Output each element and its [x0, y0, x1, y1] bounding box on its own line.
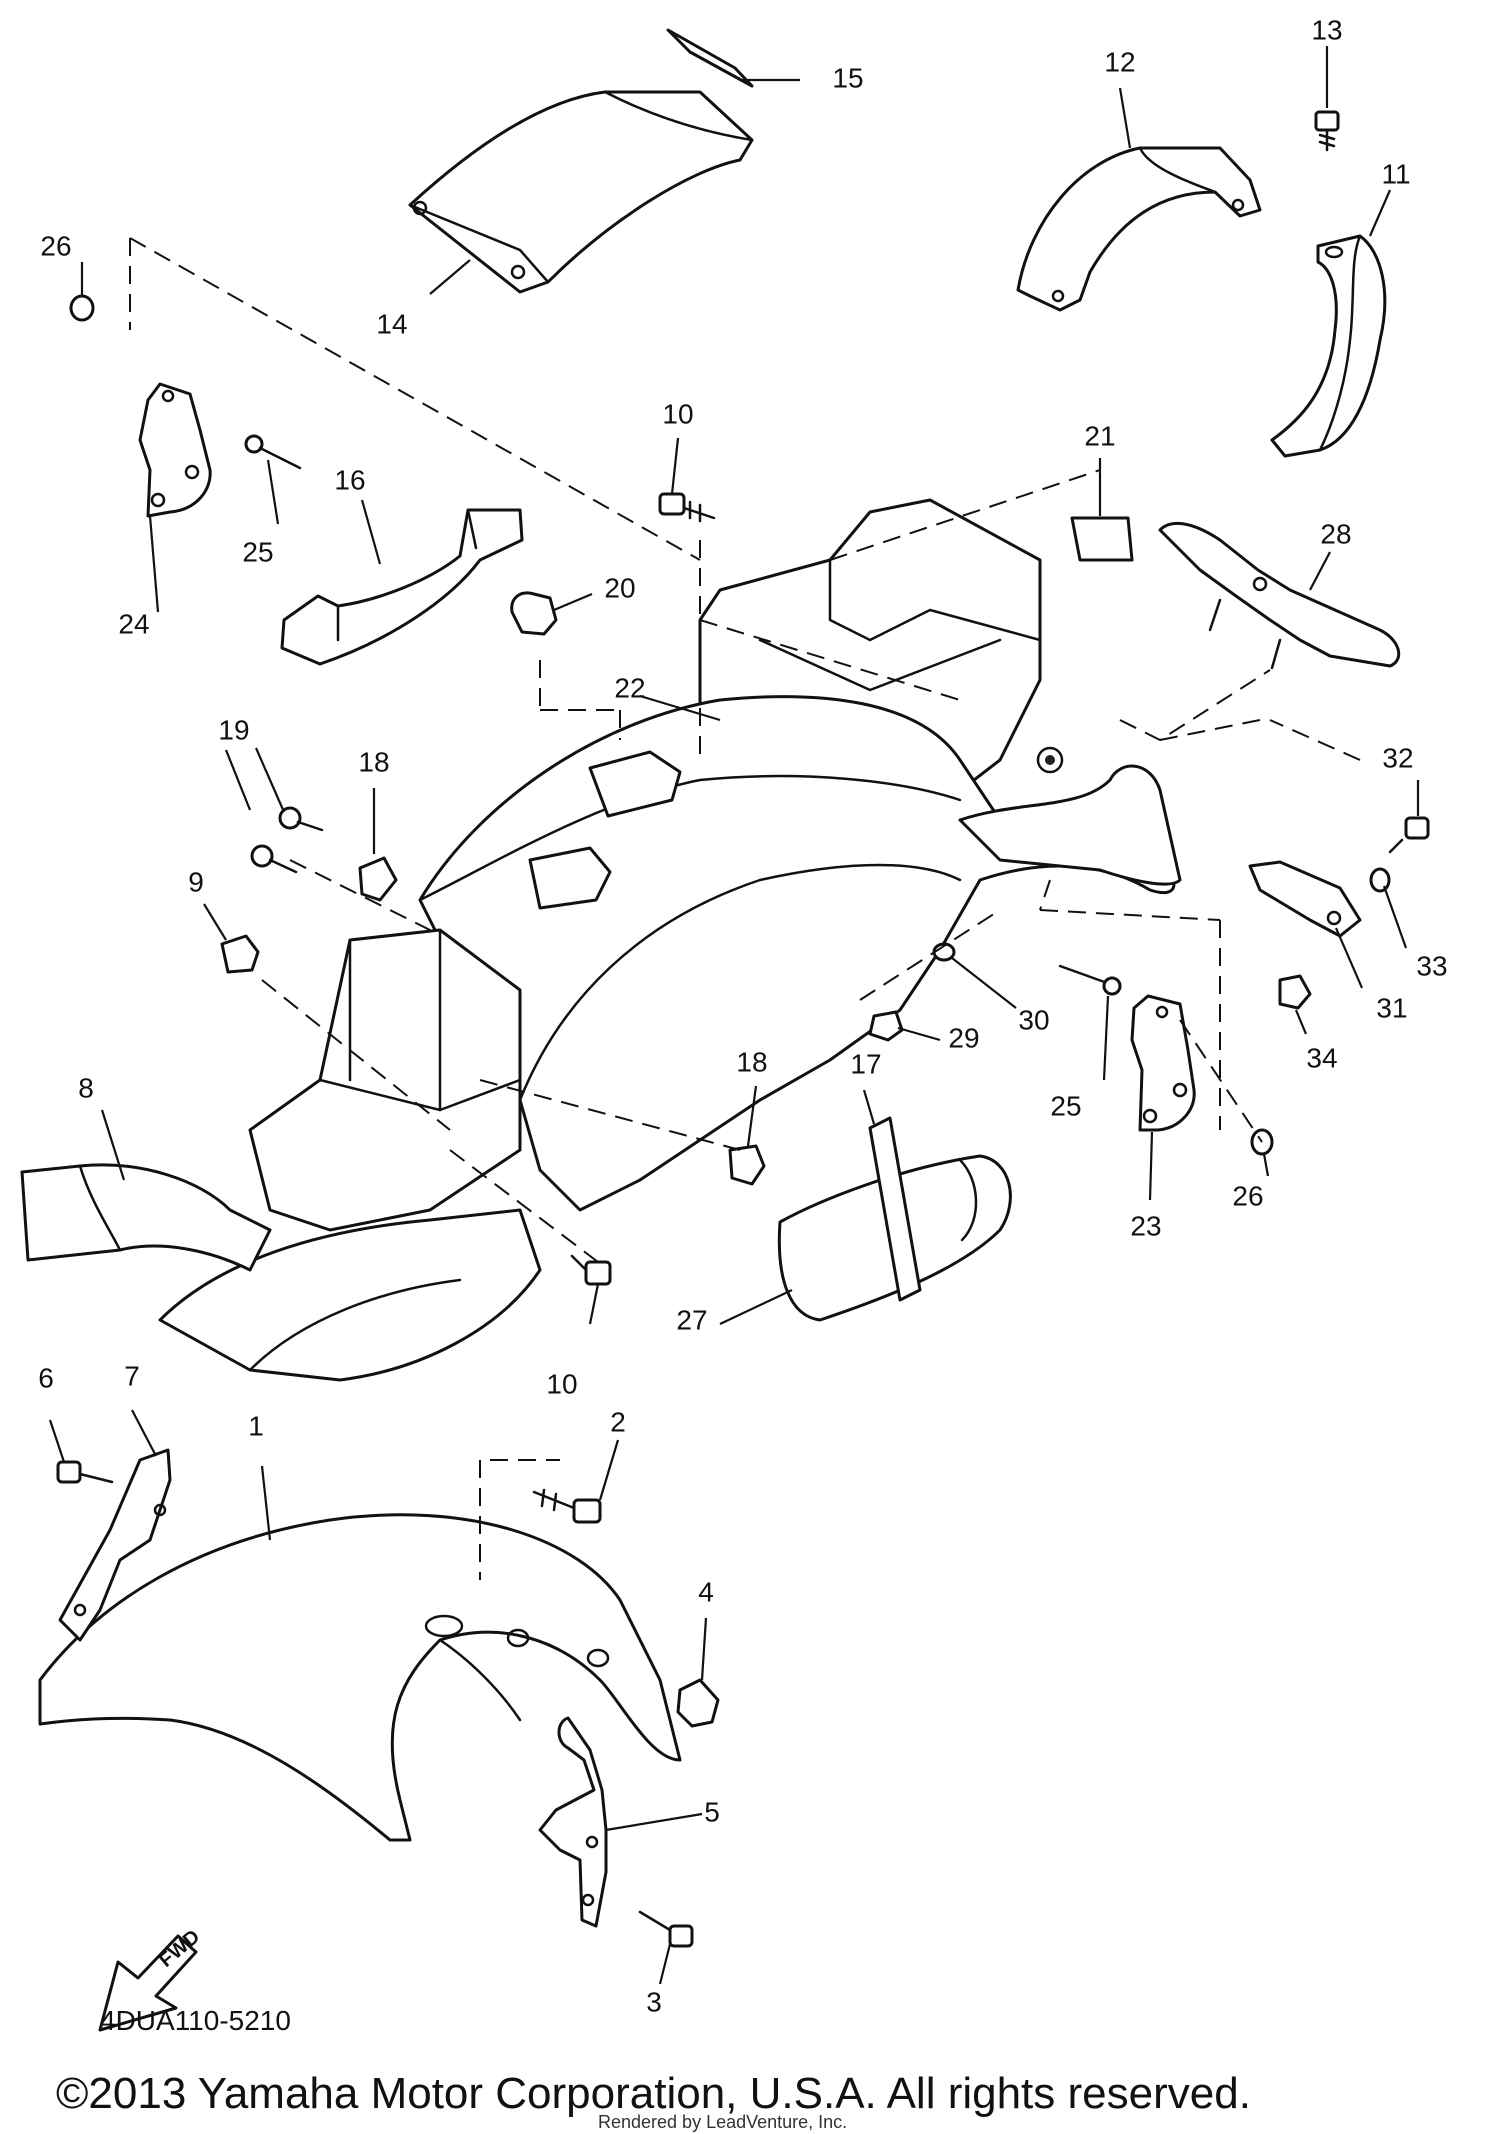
callout-2: 2 — [610, 1406, 626, 1437]
part-7-bracket — [58, 1448, 172, 1642]
callout-28: 28 — [1320, 518, 1351, 549]
part-number: 4DUA110-5210 — [100, 2005, 291, 2036]
callout-17: 17 — [850, 1048, 881, 1079]
part-31-bracket — [1248, 860, 1362, 938]
part-21-pad — [1070, 516, 1134, 562]
part-11-side-rail — [1270, 234, 1387, 458]
callout-13: 13 — [1311, 14, 1342, 45]
callout-24: 24 — [118, 608, 149, 639]
rendered-by: Rendered by LeadVenture, Inc. — [598, 2112, 847, 2132]
callout-20: 20 — [604, 572, 635, 603]
part-14-cover — [408, 90, 754, 294]
callout-19: 19 — [218, 714, 249, 745]
callout-1: 1 — [248, 1410, 264, 1441]
leader-lines — [48, 46, 1420, 1985]
part-25-screw-left — [244, 434, 302, 470]
callout-26-right: 26 — [1232, 1180, 1263, 1211]
callout-15: 15 — [832, 62, 863, 93]
callout-30: 30 — [1018, 1004, 1049, 1035]
part-18-clip-lower — [728, 1144, 766, 1186]
part-18-clip-upper — [358, 856, 398, 902]
part-24-bracket — [138, 382, 212, 518]
callout-25-right: 25 — [1050, 1090, 1081, 1121]
callout-7: 7 — [124, 1360, 140, 1391]
callout-10-lower: 10 — [546, 1368, 577, 1399]
part-12-grab-bar — [1016, 146, 1262, 312]
part-3-bolt — [638, 1910, 694, 1948]
part-33-washer — [1369, 867, 1391, 893]
callout-8: 8 — [78, 1072, 94, 1103]
callout-9: 9 — [188, 866, 204, 897]
part-23-bracket — [1130, 994, 1196, 1132]
callout-21: 21 — [1084, 420, 1115, 451]
part-4-grommet — [676, 1678, 720, 1728]
part-13-bolt — [1314, 110, 1340, 152]
callout-14: 14 — [376, 308, 407, 339]
part-32-bolt — [1388, 816, 1430, 854]
callout-29: 29 — [948, 1022, 979, 1053]
callout-26-top: 26 — [40, 230, 71, 261]
callout-32: 32 — [1382, 742, 1413, 773]
callout-18-upper: 18 — [358, 746, 389, 777]
copyright: ©2013 Yamaha Motor Corporation, U.S.A. A… — [56, 2069, 1251, 2118]
assembly-lines — [129, 237, 1361, 1580]
part-10-bolt-upper — [658, 492, 716, 523]
callout-labels: 15 14 12 13 11 26 24 25 16 20 10 21 28 2… — [38, 14, 1447, 2017]
part-2-bolt — [532, 1488, 602, 1524]
callout-10-upper: 10 — [662, 398, 693, 429]
callout-31: 31 — [1376, 992, 1407, 1023]
part-29-nut — [868, 1010, 904, 1042]
part-26-nut-top — [69, 294, 95, 322]
part-28-bracket — [1158, 521, 1401, 670]
part-6-bolt — [56, 1460, 114, 1484]
part-25-screw-right — [1058, 964, 1122, 996]
callout-16: 16 — [334, 464, 365, 495]
rear-fender-assembly — [158, 498, 1182, 1382]
part-17-tool-bag — [777, 1116, 1012, 1322]
callout-4: 4 — [698, 1576, 714, 1607]
part-9-clip — [220, 934, 260, 974]
part-1-front-fender — [38, 1513, 682, 1842]
callout-6: 6 — [38, 1362, 54, 1393]
part-16-bracket — [280, 508, 524, 666]
callout-3: 3 — [646, 1986, 662, 2017]
part-19-screws — [250, 806, 324, 874]
callout-34: 34 — [1306, 1042, 1337, 1073]
part-5-bracket — [538, 1716, 608, 1928]
callout-25-left: 25 — [242, 536, 273, 567]
callout-5: 5 — [704, 1796, 720, 1827]
callout-23: 23 — [1130, 1210, 1161, 1241]
part-10-bolt-lower — [570, 1254, 612, 1286]
callout-22: 22 — [614, 672, 645, 703]
callout-18-lower: 18 — [736, 1046, 767, 1077]
part-34-nut — [1278, 974, 1312, 1010]
callout-12: 12 — [1104, 46, 1135, 77]
part-8-flap — [20, 1163, 272, 1272]
callout-11: 11 — [1381, 158, 1410, 189]
part-20-clip — [510, 591, 558, 636]
part-15-label — [666, 28, 754, 88]
callout-27: 27 — [676, 1304, 707, 1335]
callout-33: 33 — [1416, 950, 1447, 981]
